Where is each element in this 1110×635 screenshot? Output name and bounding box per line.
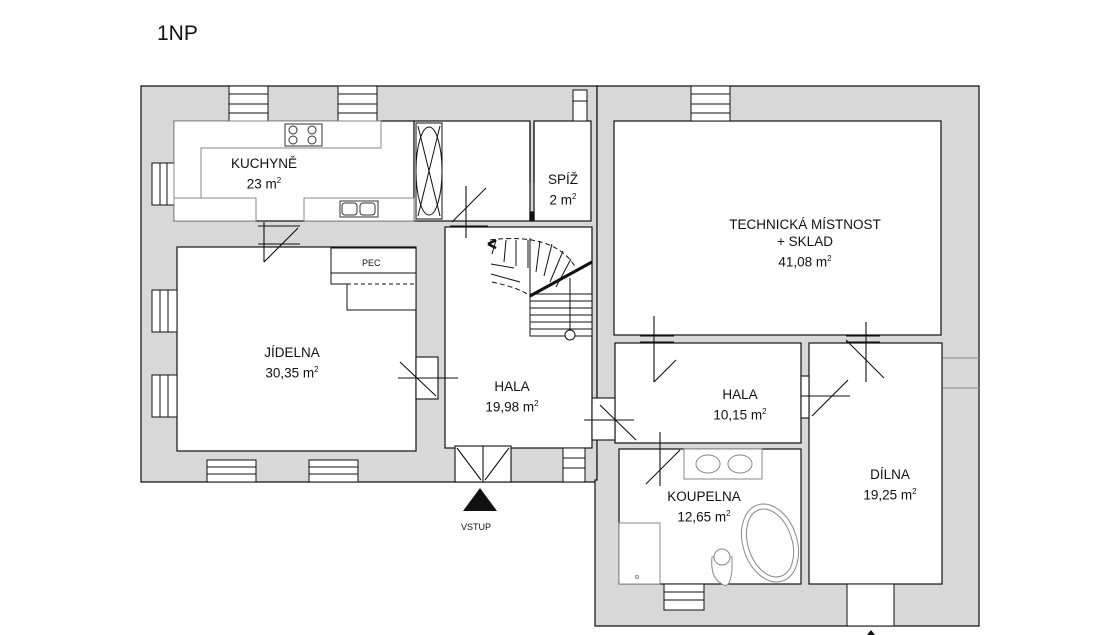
room-label-dilna: DÍLNA 19,25 m2 [863, 466, 916, 504]
window-bottom-5 [846, 583, 895, 627]
staircase [487, 238, 593, 341]
door-dining-hala [398, 356, 458, 400]
window-left-3 [151, 374, 178, 418]
room-label-jidelna: JÍDELNA 30,35 m2 [264, 344, 320, 382]
room-label-kuchyne: KUCHYNĚ 23 m2 [231, 155, 297, 193]
windows [151, 85, 895, 627]
door-tech [640, 316, 677, 383]
area-unit-sup: 2 [726, 509, 731, 518]
door-kitchen-dining [258, 222, 300, 263]
room-label-hala-2: HALA 10,15 m2 [713, 386, 766, 424]
room-label-hala-1: HALA 19,98 m2 [485, 378, 538, 416]
door-hala-hala [584, 397, 637, 441]
area-unit-sup: 2 [276, 176, 282, 185]
door-entrance [454, 445, 512, 483]
room-label-koupelna: KOUPELNA 12,65 m2 [667, 488, 741, 526]
room-name: JÍDELNA [264, 345, 320, 360]
room-name: KOUPELNA [667, 489, 741, 504]
shower-tray [618, 522, 661, 585]
room-area: 41,08 m [778, 254, 828, 270]
area-unit-sup: 2 [827, 254, 832, 263]
door-tech-right [845, 322, 885, 382]
area-unit-sup: 2 [572, 192, 577, 201]
room-name: KUCHYNĚ [230, 156, 298, 171]
entrance-arrow-icon [463, 488, 497, 511]
window-top-3 [690, 85, 731, 122]
bathroom-fixtures [618, 448, 799, 586]
room-area: 2 m [549, 192, 573, 208]
door-hala2-koupelna [644, 432, 684, 486]
area-unit-sup: 2 [762, 407, 767, 416]
area-unit-sup: 2 [912, 487, 917, 496]
room-dilna [808, 342, 943, 585]
doors [258, 186, 885, 486]
room-label-technicka: TECHNICKÁ MÍSTNOST + SKLAD 41,08 m2 [729, 216, 881, 271]
sliding-door [415, 122, 443, 220]
room-name: HALA [494, 379, 530, 394]
window-left-1 [151, 162, 175, 206]
room-area: 10,15 m [713, 407, 763, 423]
window-top-2 [337, 85, 378, 122]
room-name-line2: + SKLAD [777, 234, 833, 249]
kitchen-counters [173, 120, 415, 222]
entrance-label: VSTUP [461, 522, 492, 532]
secondary-entrance-arrow-icon [867, 630, 875, 635]
outside-wall-stub [941, 357, 979, 389]
window-top-1 [228, 85, 269, 122]
room-kitchen-passage [413, 120, 531, 222]
window-bottom-4 [663, 583, 705, 611]
room-name-line1: TECHNICKÁ MÍSTNOST [729, 217, 881, 232]
room-area: 19,98 m [485, 399, 535, 415]
window-left-2 [151, 289, 178, 333]
window-bottom-1 [206, 459, 257, 483]
room-name: DÍLNA [870, 467, 910, 482]
door-passage-hala [450, 186, 488, 238]
chimney [572, 89, 588, 122]
area-unit-sup: 2 [534, 399, 539, 408]
room-area: 30,35 m [265, 365, 315, 381]
room-label-spiz: SPÍŽ 2 m2 [548, 171, 578, 209]
room-area: 23 m [246, 176, 277, 192]
spiz-partition [529, 123, 535, 222]
room-name: HALA [722, 387, 758, 402]
room-name: SPÍŽ [547, 172, 579, 187]
floor-title: 1NP [157, 22, 198, 45]
entrance-arrows [463, 488, 875, 635]
room-area: 19,25 m [863, 487, 913, 503]
room-spiz [533, 120, 592, 222]
pec-stove [330, 247, 417, 311]
area-unit-sup: 2 [314, 365, 319, 374]
window-bottom-2 [308, 459, 359, 483]
window-bottom-3 [562, 447, 586, 483]
counter-left-low [173, 197, 257, 222]
room-technicka [613, 120, 942, 336]
room-hala-2 [614, 342, 802, 444]
toilet [711, 556, 733, 586]
room-area: 12,65 m [677, 509, 727, 525]
pec-label: PEC [362, 258, 381, 268]
door-hala2-dilna [800, 375, 850, 419]
